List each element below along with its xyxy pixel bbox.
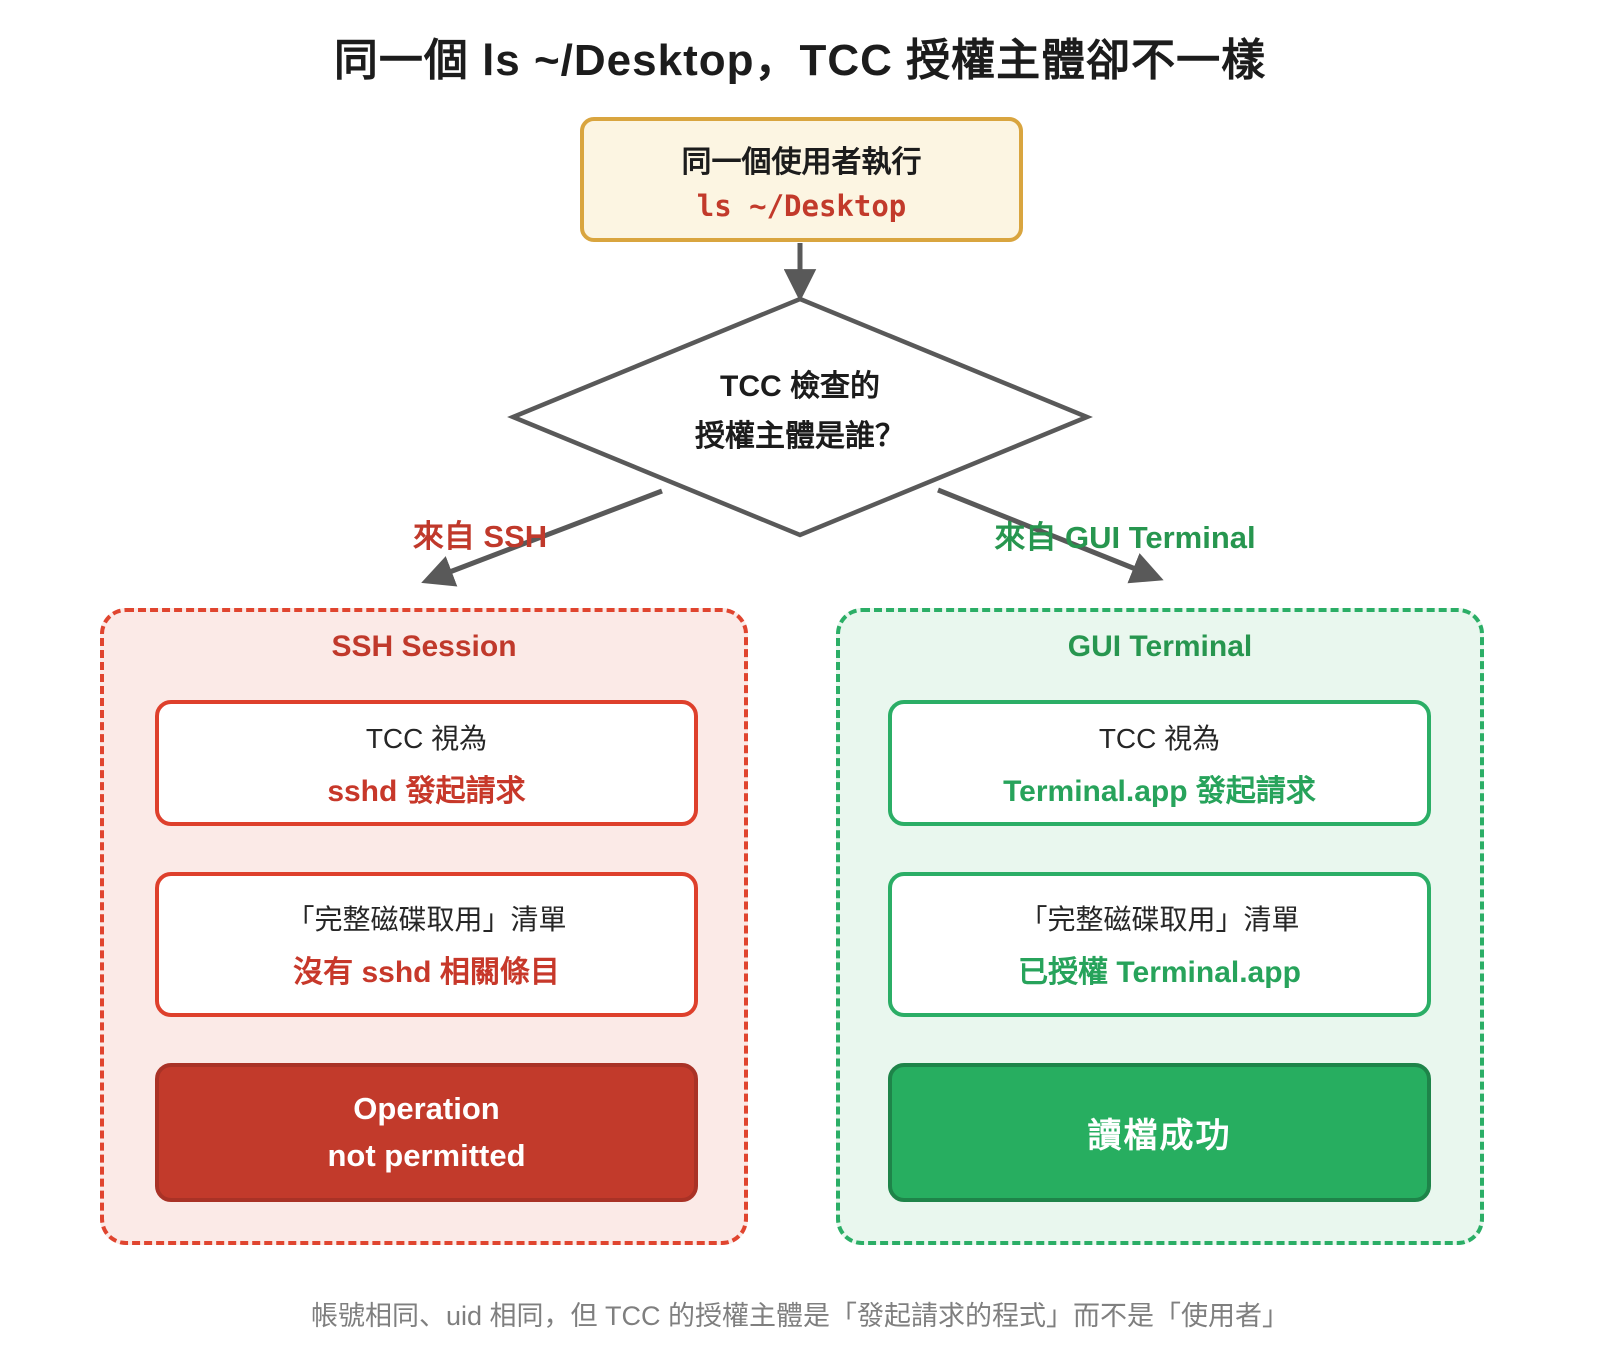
start-node-command: ls ~/Desktop [696,188,907,223]
gui-node1-line2: Terminal.app 發起請求 [1003,774,1316,808]
ssh-result-line1: Operation [353,1091,500,1126]
gui-result-line1: 讀檔成功 [1087,1117,1232,1155]
gui-node-fda-list: 「完整磁碟取用」清單 已授權 Terminal.app [888,872,1431,1017]
start-node-label: 同一個使用者執行 [681,145,922,179]
gui-node-tcc-subject: TCC 視為 Terminal.app 發起請求 [888,700,1431,826]
gui-node2-line2: 已授權 Terminal.app [1018,956,1301,989]
branch-label-ssh: 來自 SSH [412,519,548,554]
ssh-node2-line1: 「完整磁碟取用」清單 [286,904,567,935]
ssh-node-tcc-subject: TCC 視為 sshd 發起請求 [155,700,698,826]
ssh-node-fda-list: 「完整磁碟取用」清單 沒有 sshd 相關條目 [155,872,698,1017]
ssh-result-line2: not permitted [327,1137,526,1173]
page-title: 同一個 ls ~/Desktop，TCC 授權主體卻不一樣 [333,36,1267,85]
start-node: 同一個使用者執行 ls ~/Desktop [580,117,1023,242]
gui-result-node: 讀檔成功 [888,1063,1431,1202]
gui-node2-line1: 「完整磁碟取用」清單 [1019,904,1300,935]
decision-line1: TCC 檢查的 [720,370,880,403]
ssh-node1-line2: sshd 發起請求 [327,774,526,808]
footnote-caption: 帳號相同、uid 相同，但 TCC 的授權主體是「發起請求的程式」而不是「使用者… [310,1301,1290,1331]
decision-line2: 授權主體是誰？ [695,419,905,453]
panel-ssh-title: SSH Session [331,630,517,663]
ssh-node2-line2: 沒有 sshd 相關條目 [293,956,560,989]
gui-node1-line1: TCC 視為 [1098,722,1221,754]
panel-gui-title: GUI Terminal [1067,630,1253,663]
ssh-node1-line1: TCC 視為 [365,722,488,754]
branch-label-gui: 來自 GUI Terminal [994,520,1256,555]
decision-label: TCC 檢查的 授權主體是誰？ [620,362,980,461]
ssh-result-node: Operation not permitted [155,1063,698,1202]
